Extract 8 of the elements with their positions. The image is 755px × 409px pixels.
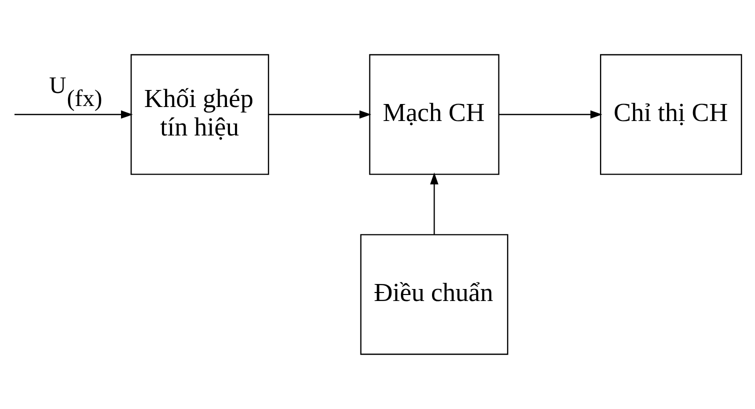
node-box: Chỉ thị CH: [600, 54, 742, 175]
arrow: [268, 110, 372, 119]
arrow: [430, 172, 438, 234]
node-box: Khối ghép tín hiệu: [130, 54, 270, 175]
node-box: Mạch CH: [369, 54, 500, 175]
node-box: Điều chuẩn: [360, 234, 508, 355]
arrow: [14, 110, 133, 119]
arrow: [499, 110, 602, 119]
